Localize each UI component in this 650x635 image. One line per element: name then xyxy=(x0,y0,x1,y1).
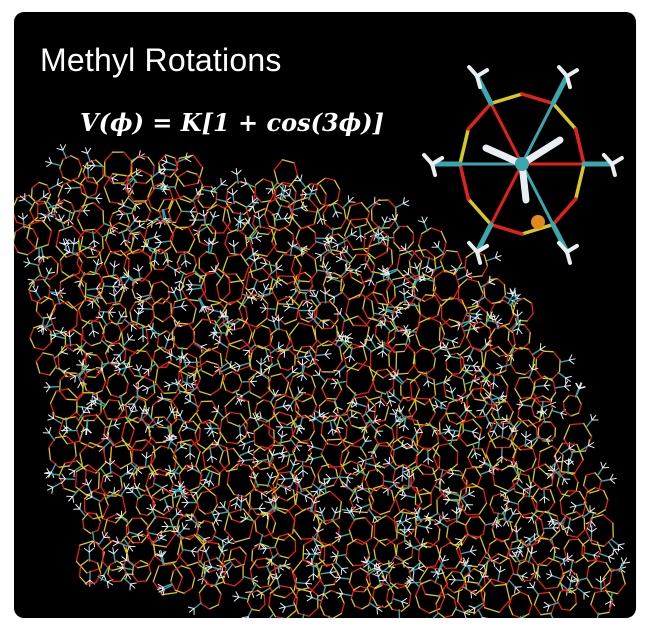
molecular-render-panel: Methyl Rotations V(ϕ) = K[1 + cos(3ϕ)] xyxy=(14,12,636,618)
methyl-potential-equation: V(ϕ) = K[1 + cos(3ϕ)] xyxy=(80,108,384,137)
lattice-bonds xyxy=(14,144,631,618)
figure-title: Methyl Rotations xyxy=(40,42,282,78)
methyl-cluster-inset xyxy=(422,65,624,265)
molecular-lattice-image xyxy=(14,65,631,618)
